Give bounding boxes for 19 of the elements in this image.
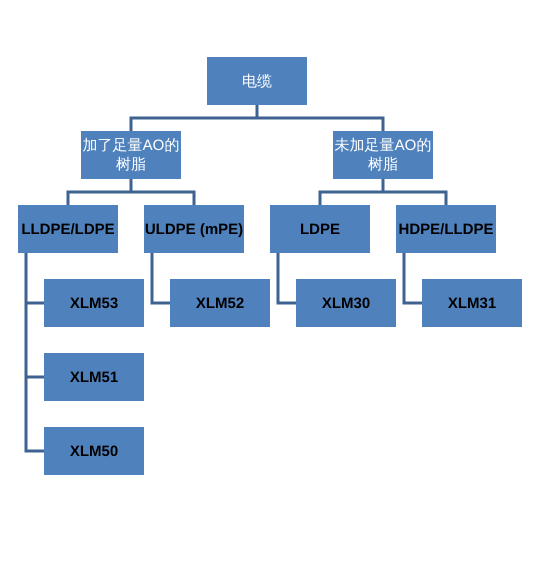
org-box: 未加足量AO的树脂 [333,131,433,179]
org-box: LLDPE/LDPE [18,205,118,253]
org-box: XLM30 [296,279,396,327]
org-box: HDPE/LLDPE [396,205,496,253]
connector-line [150,253,170,304]
org-box: 电缆 [207,57,307,105]
org-box: XLM51 [44,353,144,401]
org-box: XLM52 [170,279,270,327]
org-box: XLM53 [44,279,144,327]
org-box: XLM50 [44,427,144,475]
connector-line [276,253,296,304]
connector-line [256,105,384,131]
org-box: XLM31 [422,279,522,327]
connector-line [402,253,422,304]
org-box: ULDPE (mPE) [144,205,244,253]
org-box: 加了足量AO的树脂 [81,131,181,179]
connector-line [382,179,448,205]
org-box: LDPE [270,205,370,253]
connector-line [130,179,196,205]
